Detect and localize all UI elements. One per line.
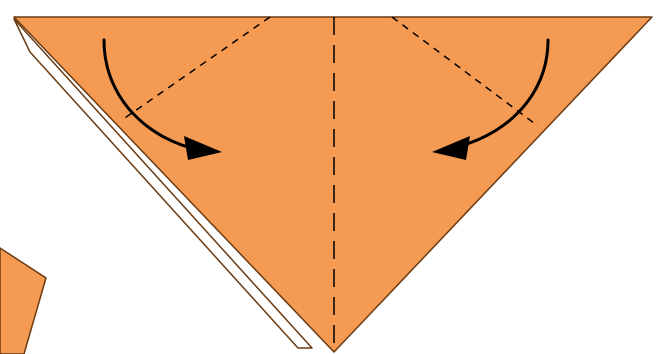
paper-corner-piece (0, 248, 46, 354)
paper-main-triangle (14, 17, 652, 352)
